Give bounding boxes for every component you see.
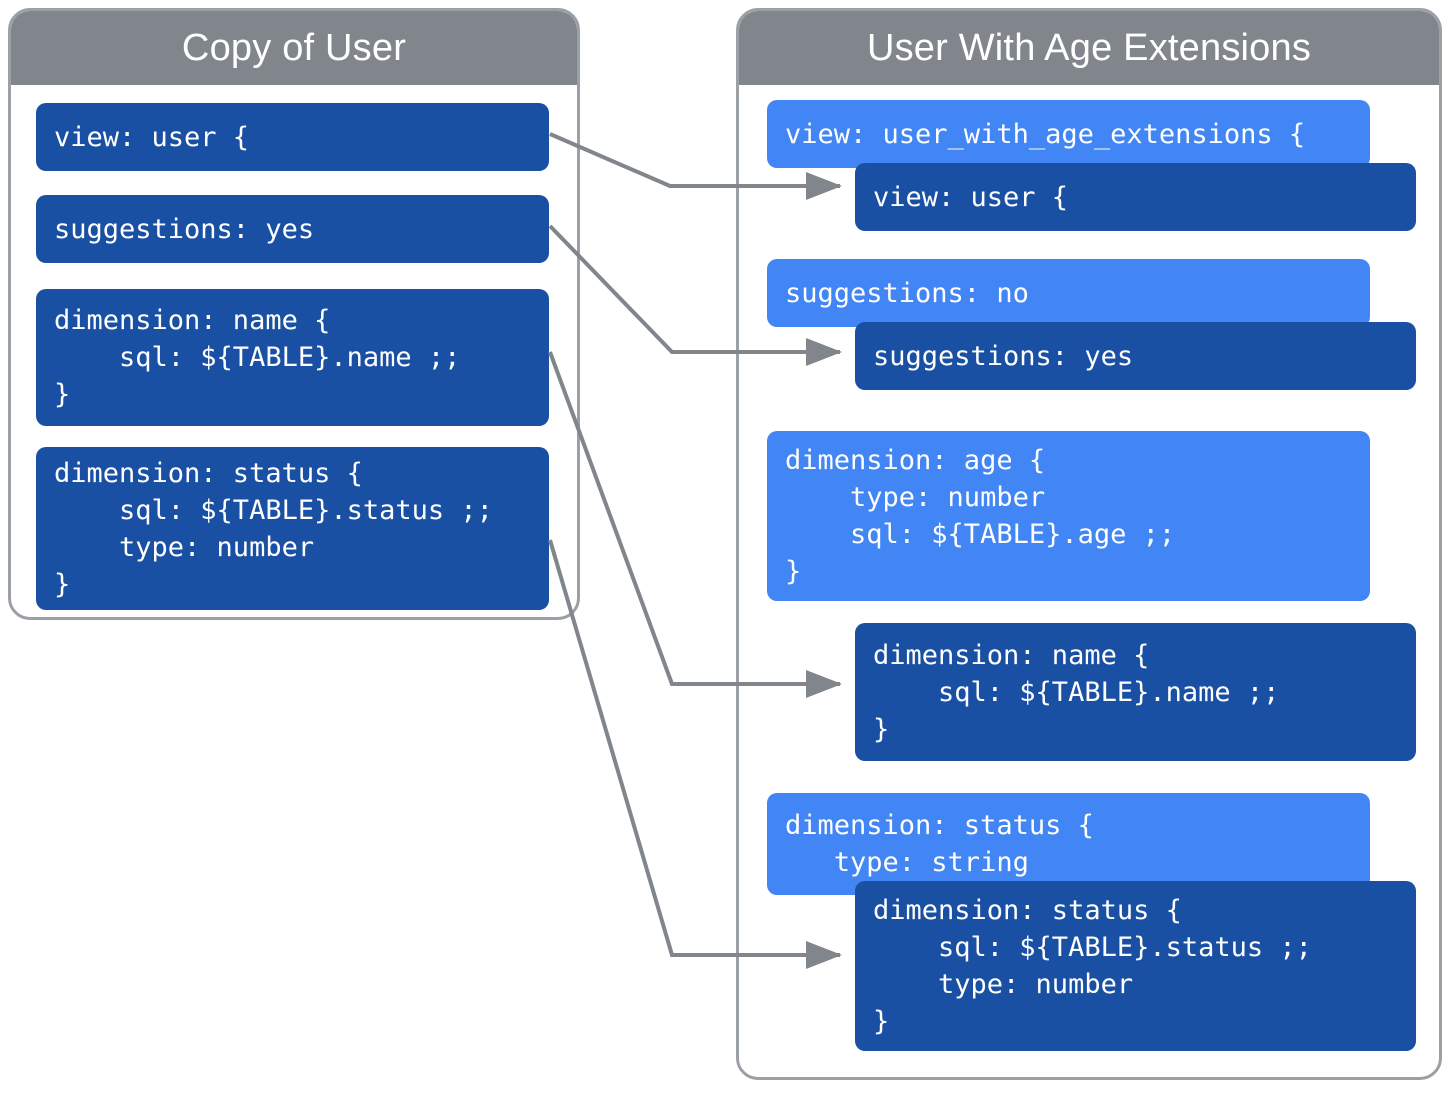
right-block-dimension-status-override: dimension: status { type: string [767, 793, 1370, 895]
right-block-dimension-age-text: dimension: age { type: number sql: ${TAB… [785, 445, 1176, 587]
left-block-view-declaration: view: user { [36, 103, 549, 171]
right-block-dimension-status-override-text: dimension: status { type: string [785, 810, 1094, 878]
panel-user-with-age-extensions-header: User With Age Extensions [739, 11, 1439, 85]
left-block-dimension-name-text: dimension: name { sql: ${TABLE}.name ;; … [54, 305, 461, 410]
right-block-suggestions-override-text: suggestions: no [785, 277, 1029, 309]
left-block-suggestions: suggestions: yes [36, 195, 549, 263]
right-block-dimension-name-inherited-text: dimension: name { sql: ${TABLE}.name ;; … [873, 639, 1280, 745]
left-block-view-declaration-text: view: user { [54, 121, 250, 153]
left-block-suggestions-text: suggestions: yes [54, 213, 315, 245]
panel-copy-of-user-title: Copy of User [181, 26, 407, 69]
right-block-view-declaration-inherited: view: user { [855, 163, 1416, 231]
right-block-dimension-age: dimension: age { type: number sql: ${TAB… [767, 431, 1370, 601]
right-block-suggestions-inherited-text: suggestions: yes [873, 340, 1134, 372]
right-block-dimension-name-inherited: dimension: name { sql: ${TABLE}.name ;; … [855, 623, 1416, 761]
panel-copy-of-user: Copy of User view: user { suggestions: y… [8, 8, 580, 620]
right-block-suggestions-override: suggestions: no [767, 259, 1370, 327]
left-block-dimension-name: dimension: name { sql: ${TABLE}.name ;; … [36, 289, 549, 426]
right-block-view-declaration-extension-text: view: user_with_age_extensions { [785, 118, 1306, 150]
right-block-dimension-status-inherited-text: dimension: status { sql: ${TABLE}.status… [873, 895, 1312, 1037]
right-block-suggestions-inherited: suggestions: yes [855, 322, 1416, 390]
right-block-dimension-status-inherited: dimension: status { sql: ${TABLE}.status… [855, 881, 1416, 1051]
panel-copy-of-user-header: Copy of User [11, 11, 577, 85]
right-block-view-declaration-inherited-text: view: user { [873, 181, 1069, 213]
panel-user-with-age-extensions-title: User With Age Extensions [866, 26, 1312, 69]
right-block-view-declaration-extension: view: user_with_age_extensions { [767, 100, 1370, 168]
left-block-dimension-status: dimension: status { sql: ${TABLE}.status… [36, 447, 549, 610]
left-block-dimension-status-text: dimension: status { sql: ${TABLE}.status… [54, 457, 493, 600]
panel-user-with-age-extensions: User With Age Extensions view: user_with… [736, 8, 1442, 1080]
